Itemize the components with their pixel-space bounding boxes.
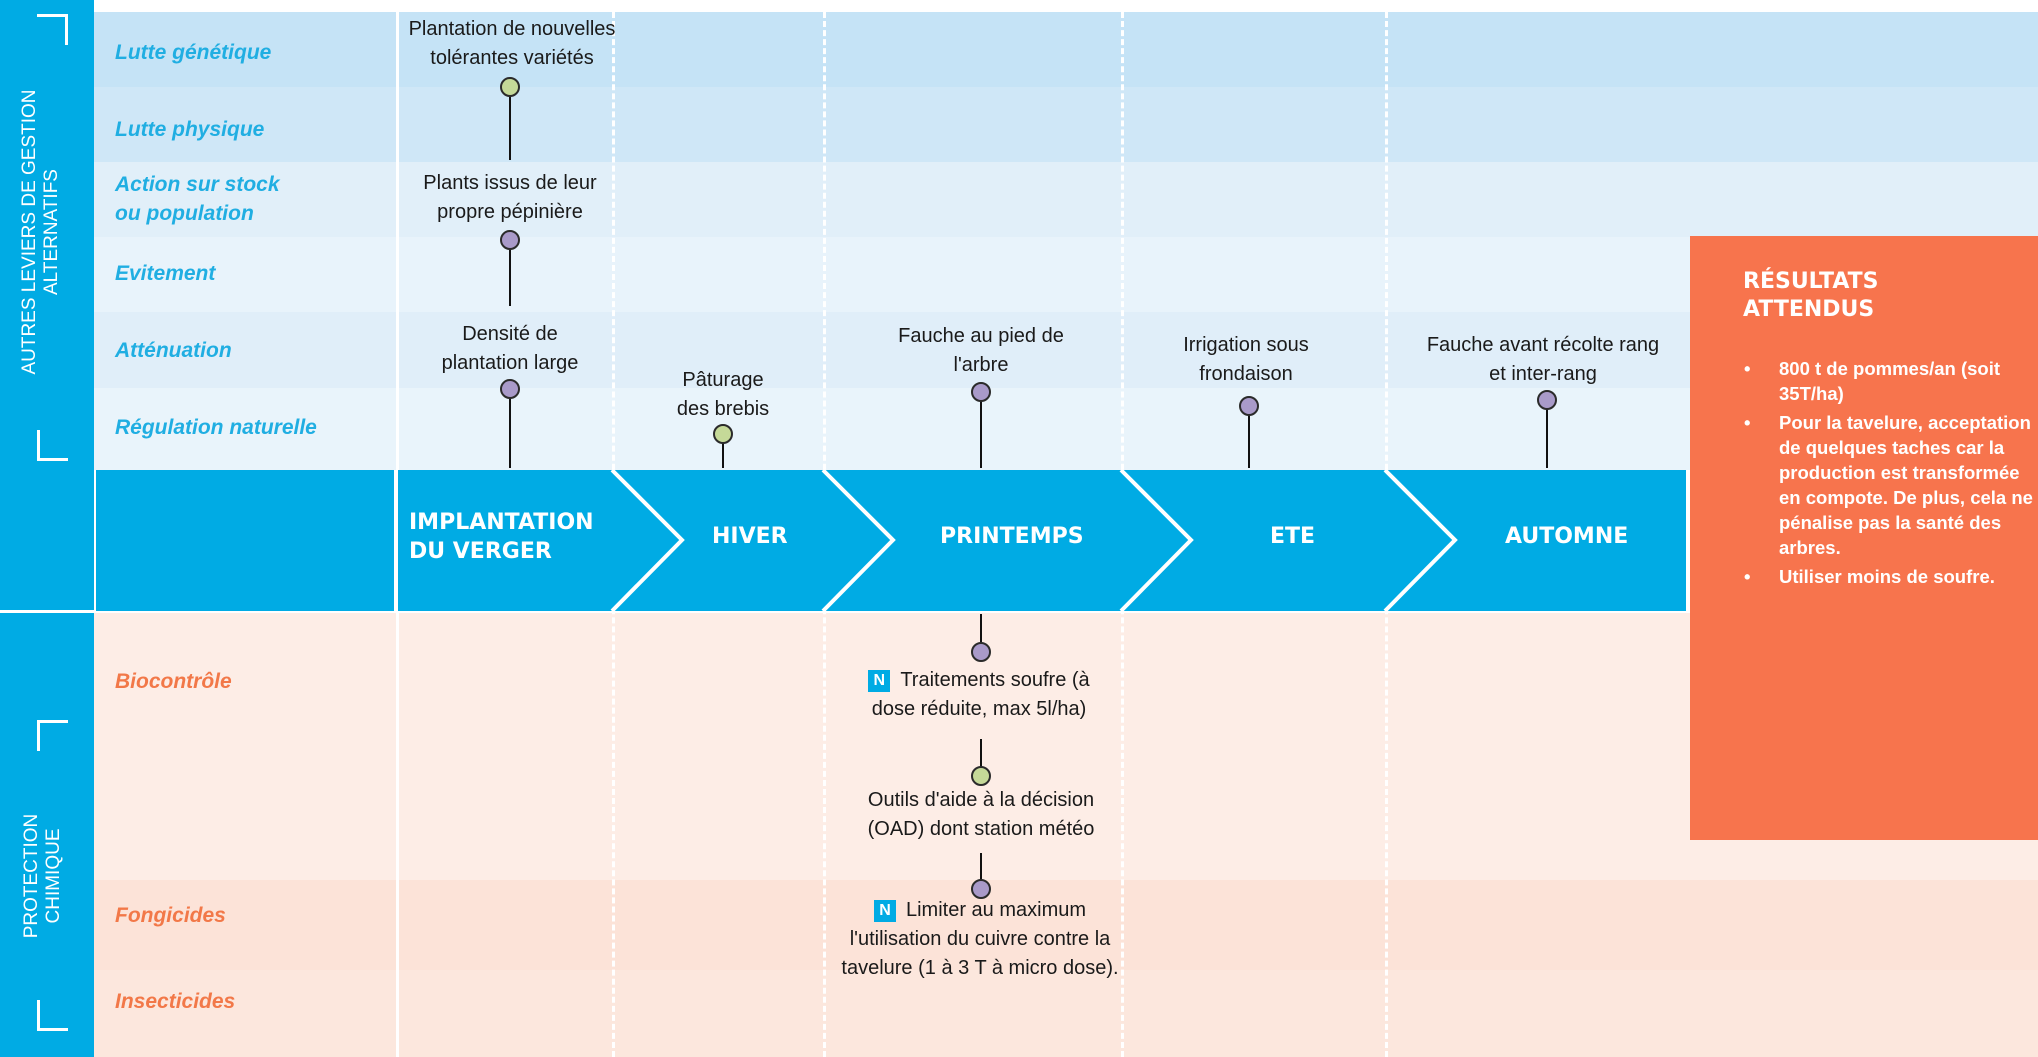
note-plants-pepiniere: Plants issus de leur propre pépinière [423,172,597,223]
results-item: • Pour la tavelure, acceptation de quelqu… [1744,410,2038,560]
timeline-band [96,468,1686,613]
purple-dot-marker [971,382,991,402]
green-dot-marker [971,766,991,786]
bracket-bottom-open [37,720,68,751]
bullet-icon: • [1744,358,1751,379]
cuivre-text: Limiter au maximum l'utilisation du cuiv… [841,899,1119,979]
sidebar-bottom [0,613,94,1057]
row-label-lutte-genetique: Lutte génétique [115,41,272,64]
results-item-text: Utiliser moins de soufre. [1779,566,1995,587]
bracket-top-open [37,14,68,45]
row-label-evitement: Evitement [115,262,216,285]
green-dot-marker [500,77,520,97]
traitements-soufre-text: Traitements soufre (à dose réduite, max … [871,669,1090,720]
results-item: • Utiliser moins de soufre. [1744,564,2038,589]
phase-automne: AUTOMNE [1505,524,1629,549]
note-densite: Densité de plantation large [441,323,579,374]
phase-chevron [821,468,896,613]
purple-dot-marker [1239,396,1259,416]
bracket-bottom-close [37,1000,68,1031]
band-fongicides [94,880,2038,970]
results-title: RÉSULTATS ATTENDUS [1743,269,1879,322]
stem [509,240,511,306]
results-item-text: 800 t de pommes/an (soit 35T/ha) [1779,358,2001,404]
row-label-action-stock: Action sur stock ou population [115,173,280,225]
sidebar-top [0,0,94,610]
row-label-regulation: Régulation naturelle [115,416,317,439]
sidebar-bottom-label: PROTECTION CHIMIQUE [21,813,64,939]
phase-hiver: HIVER [712,524,788,549]
results-item: • 800 t de pommes/an (soit 35T/ha) [1744,356,2038,406]
note-irrigation: Irrigation sous frondaison [1183,334,1309,385]
row-label-fongicides: Fongicides [115,904,226,927]
row-label-biocontrole: Biocontrôle [115,670,232,693]
note-fauche-pied: Fauche au pied de l'arbre [898,325,1064,376]
purple-dot-marker [971,642,991,662]
stem [1546,400,1548,468]
bullet-icon: • [1744,566,1751,587]
bullet-icon: • [1744,412,1751,433]
purple-dot-marker [500,379,520,399]
band-lutte-physique [94,87,2038,162]
phase-ete: ETE [1270,524,1316,549]
phase-chevron [610,468,685,613]
results-panel [1690,236,2038,840]
results-list: • 800 t de pommes/an (soit 35T/ha) • Pour … [1744,356,2038,593]
note-nouvelles-varietes: Plantation de nouvelles tolérantes varié… [408,18,616,69]
row-label-lutte-physique: Lutte physique [115,118,265,141]
results-item-text: Pour la tavelure, acceptation de quelque… [1779,412,2033,558]
phase-chevron [1119,468,1194,613]
row-label-insecticides: Insecticides [115,990,236,1013]
stem [722,434,724,468]
stem [509,87,511,160]
note-oad: Outils d'aide à la décision (OAD) dont s… [867,789,1095,840]
stem [980,739,982,776]
n-badge-icon: N [873,900,896,922]
purple-dot-marker [1537,390,1557,410]
band-action-stock [94,162,2038,237]
stem [980,392,982,468]
purple-dot-marker [500,230,520,250]
phase-implantation: IMPLANTATION DU VERGER [409,510,594,564]
green-dot-marker [713,424,733,444]
band-insecticides [94,970,2038,1057]
phase-printemps: PRINTEMPS [940,524,1084,549]
stem [980,853,982,889]
row-label-attenuation: Atténuation [115,339,232,362]
note-paturage: Pâturage des brebis [676,369,770,420]
stem [980,614,982,653]
stem [1248,406,1250,468]
band-lutte-genetique [94,12,2038,87]
bracket-top-close [37,430,68,461]
phase-chevron [1383,468,1458,613]
purple-dot-marker [971,879,991,899]
sidebar-top-label: AUTRES LEVIERS DE GESTION ALTERNATIFS [19,89,62,375]
note-fauche-recolte: Fauche avant récolte rang et inter-rang [1426,334,1660,385]
stem [509,389,511,468]
n-badge-icon: N [868,670,891,692]
